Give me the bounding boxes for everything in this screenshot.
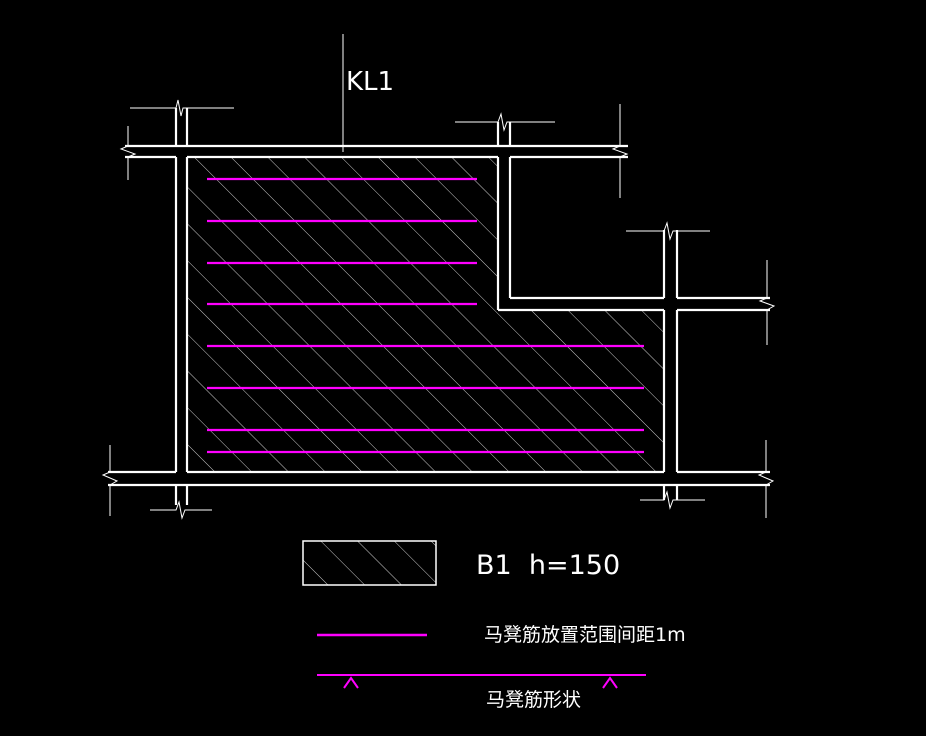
legend-shape-label: 马凳筋形状	[486, 689, 581, 711]
break-lines	[101, 34, 776, 520]
rebar-lines	[207, 177, 644, 454]
beam-label: KL1	[346, 67, 394, 97]
legend-spacing-label: 马凳筋放置范围间距1m	[484, 624, 686, 646]
legend-slab-swatch	[302, 540, 437, 586]
walls	[108, 108, 770, 505]
legend-rebar-shape	[317, 674, 646, 689]
slab-hatch	[187, 157, 664, 472]
legend-slab-label: B1 h=150	[476, 550, 620, 581]
